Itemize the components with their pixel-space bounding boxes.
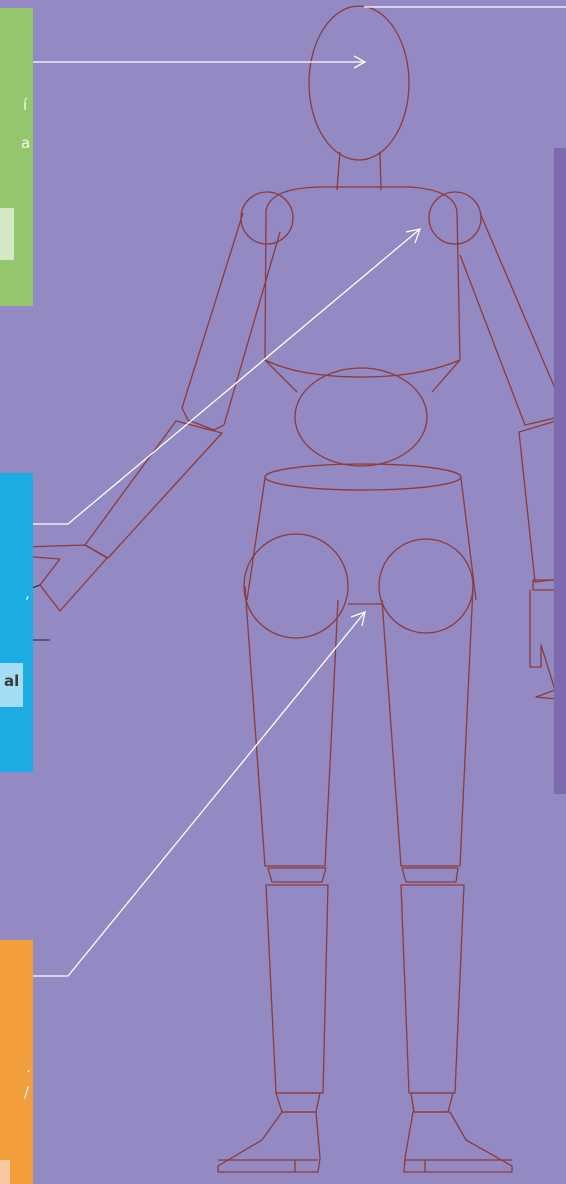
callout-panel-purple	[554, 148, 566, 794]
green-text-fragment-top: í	[23, 96, 27, 114]
orange-text-fragment-top: .	[26, 1058, 31, 1076]
blue-label-fragment: al	[4, 672, 19, 690]
callout-panel-orange-highlight	[0, 1160, 10, 1184]
callout-panel-green-highlight	[0, 208, 14, 260]
callout-panel-blue	[0, 473, 33, 772]
green-text-fragment-bottom: a	[21, 134, 30, 152]
blue-text-fragment-top: ,	[25, 584, 30, 602]
orange-text-fragment-bottom: /	[24, 1083, 29, 1101]
callout-panel-green	[0, 8, 33, 306]
